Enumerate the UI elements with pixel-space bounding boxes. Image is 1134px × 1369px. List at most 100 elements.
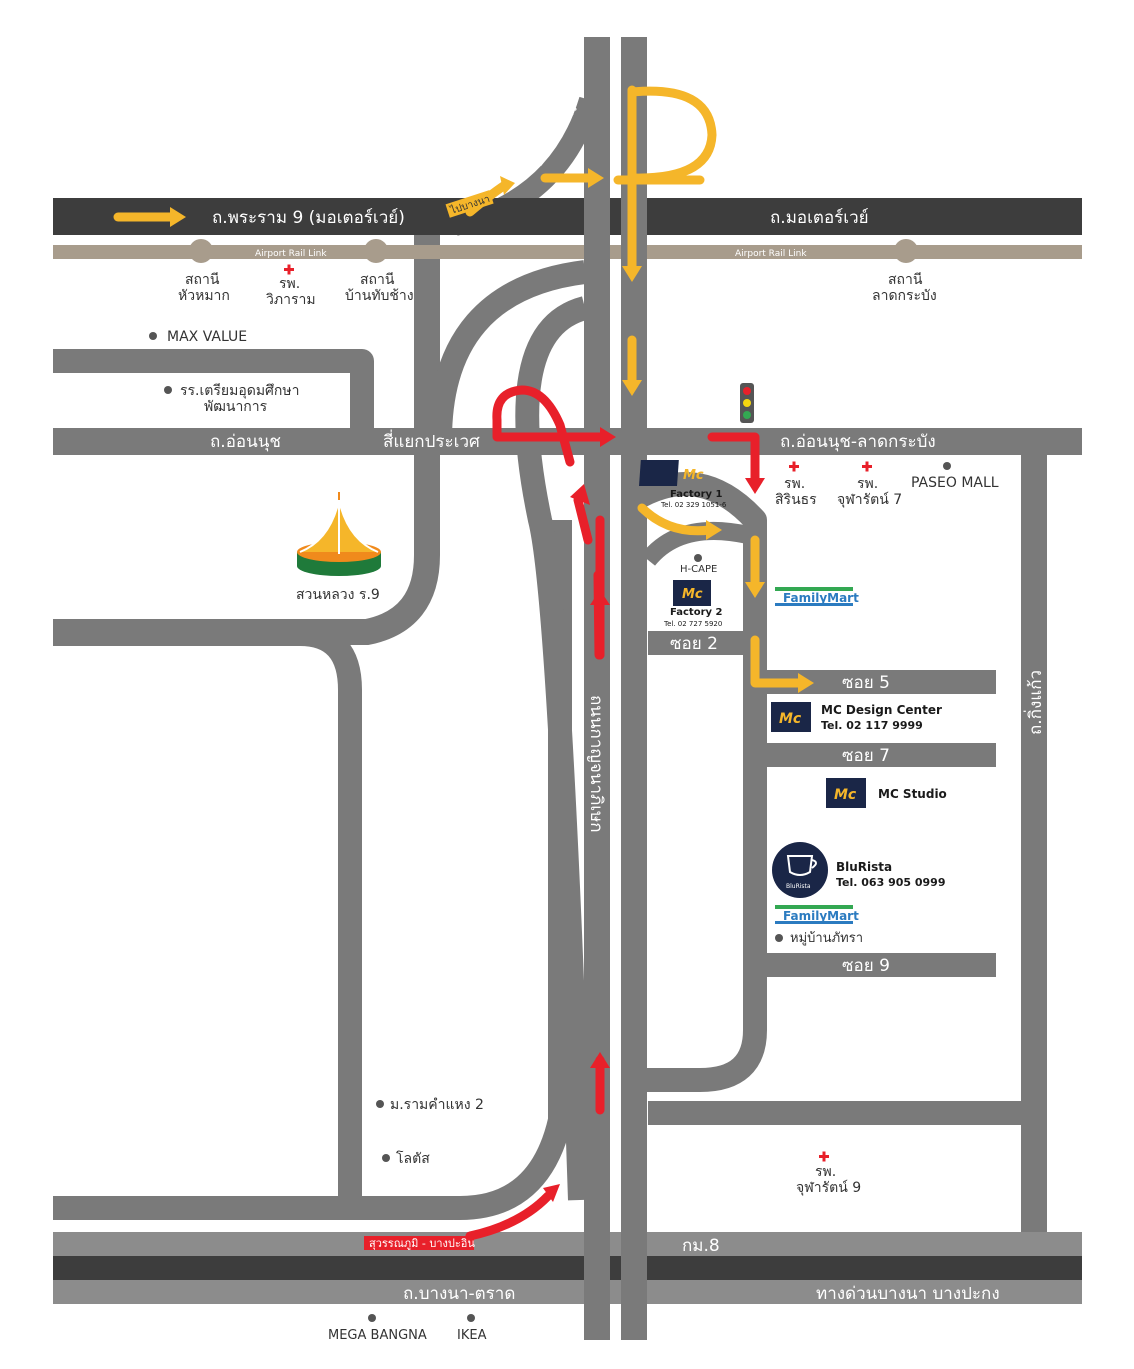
soi9-label: ซอย 9 [842, 956, 890, 976]
svg-text:Mc: Mc [683, 468, 704, 483]
hospital-sirindhorn-label-2: สิรินธร [775, 492, 817, 508]
road-network [53, 37, 1047, 1340]
rama9-label: ถ.พระราม 9 (มอเตอร์เวย์) [212, 208, 405, 228]
hospital-chularat7-label-1: รพ. [857, 476, 878, 492]
svg-text:Mc: Mc [779, 711, 802, 727]
rail-label-east: Airport Rail Link [735, 249, 807, 259]
hospital-vibharam-label-1: รพ. [279, 276, 300, 292]
king-kaeo-label: ถ.กิ่งแก้ว [1023, 670, 1046, 735]
mc-logo-icon [639, 460, 679, 486]
svg-text:BluRista: BluRista [786, 883, 811, 890]
rail-label-west: Airport Rail Link [255, 249, 327, 259]
familymart-logo-2: FamilyMart [775, 905, 859, 924]
yellow-arrowheads [170, 168, 814, 693]
familymart-label-2: FamilyMart [783, 909, 859, 923]
onnut-west-label: ถ.อ่อนนุช [210, 432, 281, 452]
svg-text:Mc: Mc [682, 587, 703, 602]
village-pattra-label: หมู่บ้านภัทรา [790, 931, 863, 946]
soi5-label: ซอย 5 [842, 673, 890, 693]
poi-dot-icon [694, 554, 702, 562]
paseo-mall-label: PASEO MALL [911, 475, 999, 491]
onnut-lat-krabang-label: ถ.อ่อนนุช-ลาดกระบัง [780, 432, 936, 452]
design-center-name: MC Design Center [821, 703, 942, 717]
factory2-logo: Mc [673, 580, 711, 606]
prawet-junction-label: สี่แยกประเวศ [383, 429, 480, 452]
studio-name: MC Studio [878, 787, 947, 801]
soi7-label: ซอย 7 [842, 746, 890, 766]
blurista-logo: BluRista [772, 842, 828, 898]
poi-dot-icon [376, 1100, 384, 1108]
station-hua-mak-marker [189, 239, 213, 263]
airport-rail-link [53, 245, 1082, 259]
mega-bangna-label: MEGA BANGNA [328, 1328, 427, 1343]
suvarnabhumi-label: สุวรรณภูมิ - บางปะอิน [369, 1237, 475, 1250]
hospital-chularat9-label-2: จุฬารัตน์ 9 [796, 1179, 861, 1196]
hospital-cross-icon [819, 1151, 829, 1162]
svg-text:Mc: Mc [834, 787, 857, 803]
mc-logo-icon [673, 580, 711, 606]
red-dashes [573, 495, 604, 660]
poi-dot-icon [382, 1154, 390, 1162]
familymart-logo-1: FamilyMart [775, 587, 859, 606]
suan-luang-label: สวนหลวง ร.9 [296, 587, 380, 603]
poi-dot-icon [368, 1314, 376, 1322]
hospital-cross-icon [789, 461, 799, 472]
design-center-tel: Tel. 02 117 9999 [821, 719, 923, 732]
coffee-cup-icon [786, 855, 814, 876]
school-label-1: รร.เตรียมอุดมศึกษา [180, 383, 300, 399]
mc-logo-icon [826, 778, 866, 808]
suvarnabhumi-tag [364, 1236, 474, 1250]
station-hua-mak-label-2: หัวหมาก [178, 288, 230, 304]
poi-dot-icon [943, 462, 951, 470]
hospital-chularat9-label-1: รพ. [815, 1164, 836, 1180]
factory1-tel: Tel. 02 329 1051-6 [660, 501, 727, 509]
motorway-east-label: ถ.มอเตอร์เวย์ [770, 208, 869, 228]
km8-label: กม.8 [682, 1236, 720, 1256]
hospital-sirindhorn-label-1: รพ. [784, 476, 805, 492]
hospital-vibharam-label-2: วิภาราม [266, 292, 316, 308]
station-ban-thap-chang-label-1: สถานี [360, 272, 395, 288]
factory1-logo: Mc [639, 460, 704, 486]
h-cape-label: H-CAPE [680, 564, 717, 575]
bangna-expressway-label: ทางด่วนบางนา บางปะกง [816, 1284, 1000, 1304]
red-arrowheads [543, 427, 765, 1202]
bangna-trat-label: ถ.บางนา-ตราด [403, 1284, 515, 1304]
max-value-label: MAX VALUE [167, 329, 247, 345]
factory2-tel: Tel. 02 727 5920 [663, 620, 722, 628]
park-pavilion-icon [297, 492, 381, 576]
poi-dot-icon [149, 332, 157, 340]
hospital-cross-icon [862, 461, 872, 472]
station-ban-thap-chang-label-2: บ้านทับช้าง [345, 288, 414, 304]
traffic-light-icon [740, 383, 754, 423]
station-lat-krabang-label-1: สถานี [888, 272, 923, 288]
poi-markers [149, 332, 951, 1322]
familymart-label-1: FamilyMart [783, 591, 859, 605]
station-lat-krabang-label-2: ลาดกระบัง [872, 288, 937, 304]
ramkhamhaeng-label: ม.รามคำแหง 2 [390, 1097, 484, 1113]
blurista-tel: Tel. 063 905 0999 [836, 876, 945, 889]
station-ban-thap-chang-marker [364, 239, 388, 263]
km8-road [53, 1232, 1082, 1256]
poi-dot-icon [164, 386, 172, 394]
blurista-name: BluRista [836, 860, 892, 874]
ikea-label: IKEA [457, 1328, 487, 1343]
bangna-trat-road [53, 1280, 1082, 1304]
poi-dot-icon [467, 1314, 475, 1322]
school-label-2: พัฒนาการ [204, 399, 268, 415]
bangna-expressway [53, 1256, 1082, 1280]
yellow-route [113, 85, 805, 688]
factory1-name: Factory 1 [670, 489, 723, 500]
kanchanaphisek-label: ถนนกาญจนาภิเษก [586, 695, 606, 833]
station-lat-krabang-marker [894, 239, 918, 263]
factory2-name: Factory 2 [670, 607, 723, 618]
hospital-chularat7-label-2: จุฬารัตน์ 7 [837, 491, 902, 508]
design-center-logo: Mc [771, 702, 811, 732]
mc-logo-icon [771, 702, 811, 732]
station-hua-mak-label-1: สถานี [185, 272, 220, 288]
poi-dot-icon [775, 934, 783, 942]
studio-logo: Mc [826, 778, 866, 808]
hospital-cross-icon [284, 264, 294, 275]
motorway [53, 198, 1082, 235]
lotus-label: โลตัส [396, 1150, 430, 1167]
